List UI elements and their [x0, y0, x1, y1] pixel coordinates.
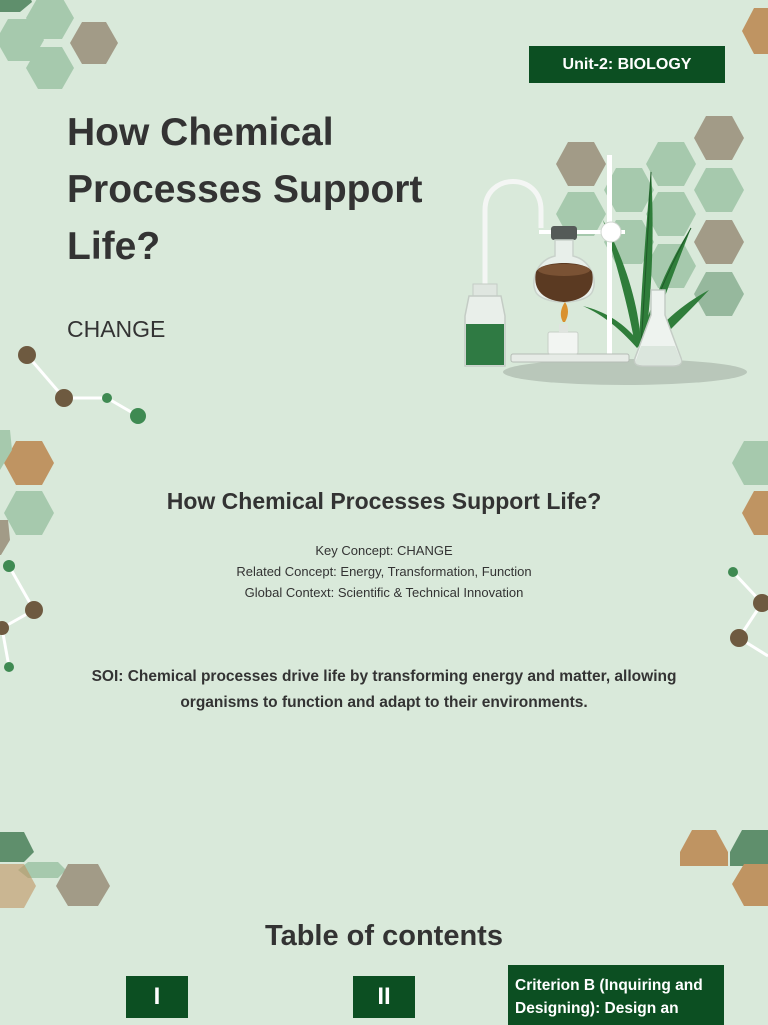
title-line: How Chemical [67, 111, 334, 154]
soi-line: organisms to function and adapt to their… [180, 694, 588, 711]
toc-title: Table of contents [265, 920, 503, 952]
key-word: CHANGE [67, 316, 166, 342]
toc-item-label: Designing): Design an [515, 1000, 679, 1017]
toc-item-label: II [377, 983, 391, 1010]
decorative-hexagons-top-left [0, 0, 118, 89]
decorative-hexagons-right-middle [732, 441, 768, 535]
toc-item-2[interactable]: II [353, 976, 415, 1018]
molecule-icon [18, 346, 146, 424]
toc-item-1[interactable]: I [126, 976, 188, 1018]
unit-badge: Unit-2: BIOLOGY [529, 46, 725, 83]
statement-of-inquiry: SOI: Chemical processes drive life by tr… [64, 664, 704, 716]
decorative-hexagon-top-right [742, 8, 768, 54]
molecule-icon [0, 560, 43, 672]
soi-line: SOI: Chemical processes drive life by tr… [91, 668, 677, 685]
global-context: Global Context: Scientific & Technical I… [244, 585, 524, 600]
molecule-icon [728, 567, 768, 658]
related-concept: Related Concept: Energy, Transformation,… [236, 564, 532, 579]
key-concept: Key Concept: CHANGE [315, 543, 453, 558]
overview-title: How Chemical Processes Support Life? [166, 488, 602, 514]
title-line: Processes Support [67, 168, 423, 211]
title-line: Life? [67, 225, 161, 268]
unit-badge-label: Unit-2: BIOLOGY [562, 55, 692, 73]
page-title: How Chemical Processes Support Life? [67, 104, 467, 275]
decorative-hexagons-bottom-left [0, 832, 110, 908]
decorative-hexagons-bottom-right [680, 830, 768, 906]
concept-list: Key Concept: CHANGE Related Concept: Ene… [0, 540, 768, 603]
toc-item-criterion-b[interactable]: Criterion B (Inquiring and Designing): D… [508, 965, 724, 1025]
lab-equipment-illustration [464, 116, 747, 385]
decorative-hexagons-left-middle [0, 430, 54, 555]
toc-item-label: Criterion B (Inquiring and [515, 977, 703, 994]
toc-item-label: I [153, 983, 161, 1010]
